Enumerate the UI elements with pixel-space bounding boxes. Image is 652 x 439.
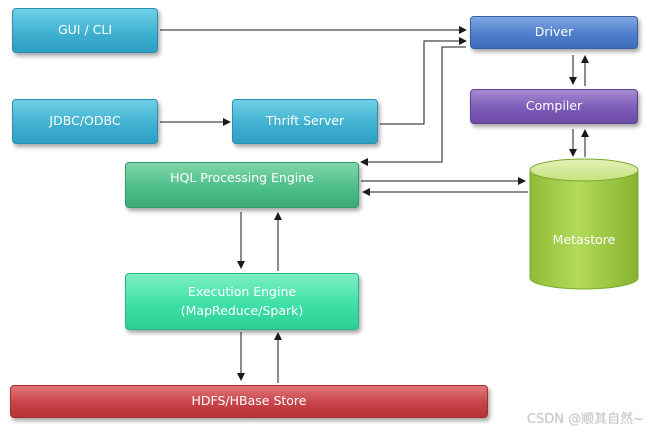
thrift-server-box: Thrift Server: [232, 99, 378, 144]
hql-processing-engine-label: HQL Processing Engine: [170, 169, 314, 185]
driver-box: Driver: [470, 16, 638, 49]
execution-engine-subtitle: (MapReduce/Spark): [180, 302, 304, 318]
execution-engine-box: Execution Engine (MapReduce/Spark): [125, 273, 359, 330]
hdfs-hbase-store-box: HDFS/HBase Store: [10, 385, 488, 418]
driver-label: Driver: [534, 24, 574, 40]
metastore-label: Metastore: [552, 232, 616, 247]
execution-engine-label: Execution Engine (MapReduce/Spark): [181, 283, 304, 319]
compiler-label: Compiler: [525, 98, 583, 114]
hdfs-hbase-store-label: HDFS/HBase Store: [191, 393, 307, 409]
metastore-cylinder: [529, 158, 639, 290]
compiler-box: Compiler: [470, 89, 638, 124]
thrift-server-label: Thrift Server: [265, 113, 345, 129]
arrow-thrift-to-driver: [380, 37, 467, 125]
watermark-text: CSDN @顺其自然~: [526, 412, 644, 427]
jdbc-odbc-label: JDBC/ODBC: [49, 113, 121, 129]
gui-cli-box: GUI / CLI: [12, 8, 158, 53]
jdbc-odbc-box: JDBC/ODBC: [12, 99, 158, 144]
execution-engine-title: Execution Engine: [187, 284, 297, 300]
arrow-driver-to-hql: [360, 46, 466, 166]
gui-cli-label: GUI / CLI: [57, 22, 113, 38]
hql-processing-engine-box: HQL Processing Engine: [125, 162, 359, 208]
